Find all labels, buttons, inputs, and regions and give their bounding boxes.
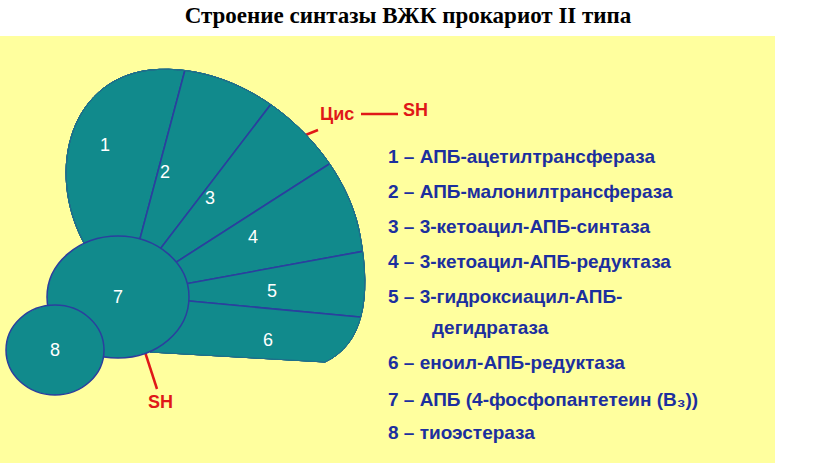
sector-fill — [125, 0, 825, 295]
sector-number: 6 — [263, 330, 273, 351]
leader-line — [361, 113, 398, 116]
sector-number: 2 — [160, 162, 170, 183]
enzyme-key: 3 – 3-кетоацил-АПБ-синтаза — [388, 215, 813, 239]
enzyme-domain: 8 — [5, 304, 105, 396]
sector-fill — [125, 70, 825, 410]
enzyme-key: 1 – АПБ-ацетилтрансфераза — [388, 145, 813, 169]
enzyme-key: 4 – 3-кетоацил-АПБ-редуктаза — [388, 250, 813, 274]
sector-number: 3 — [205, 188, 215, 209]
leader-line — [145, 352, 157, 389]
sector-number: 1 — [100, 135, 110, 156]
domain-fill — [6, 305, 104, 395]
thiol-label: SH — [403, 100, 428, 120]
diagram-title: Строение синтазы ВЖК прокариот II типа — [0, 3, 816, 29]
enzyme-key: 7 – АПБ (4-фосфопантетеин (В₃)) — [388, 388, 813, 412]
residue-label: Цис — [320, 104, 354, 124]
enzyme-key: 6 – еноил-АПБ-редуктаза — [388, 351, 813, 375]
sector-number: 5 — [267, 281, 277, 302]
enzyme-key: 8 – тиоэстераза — [388, 421, 813, 445]
sector-fill — [125, 0, 825, 295]
enzyme-key: 2 – АПБ-малонилтрансфераза — [388, 180, 813, 204]
enzyme-key: 5 – 3-гидроксиацил-АПБ- дегидратаза — [388, 281, 718, 343]
sector-fill — [125, 0, 825, 295]
thiol-label: SH — [148, 392, 173, 412]
domain-number: 7 — [113, 287, 123, 308]
leader-line — [288, 130, 318, 142]
sector-fill — [0, 0, 425, 295]
sector-number: 4 — [248, 227, 258, 248]
domain-number: 8 — [50, 340, 60, 361]
